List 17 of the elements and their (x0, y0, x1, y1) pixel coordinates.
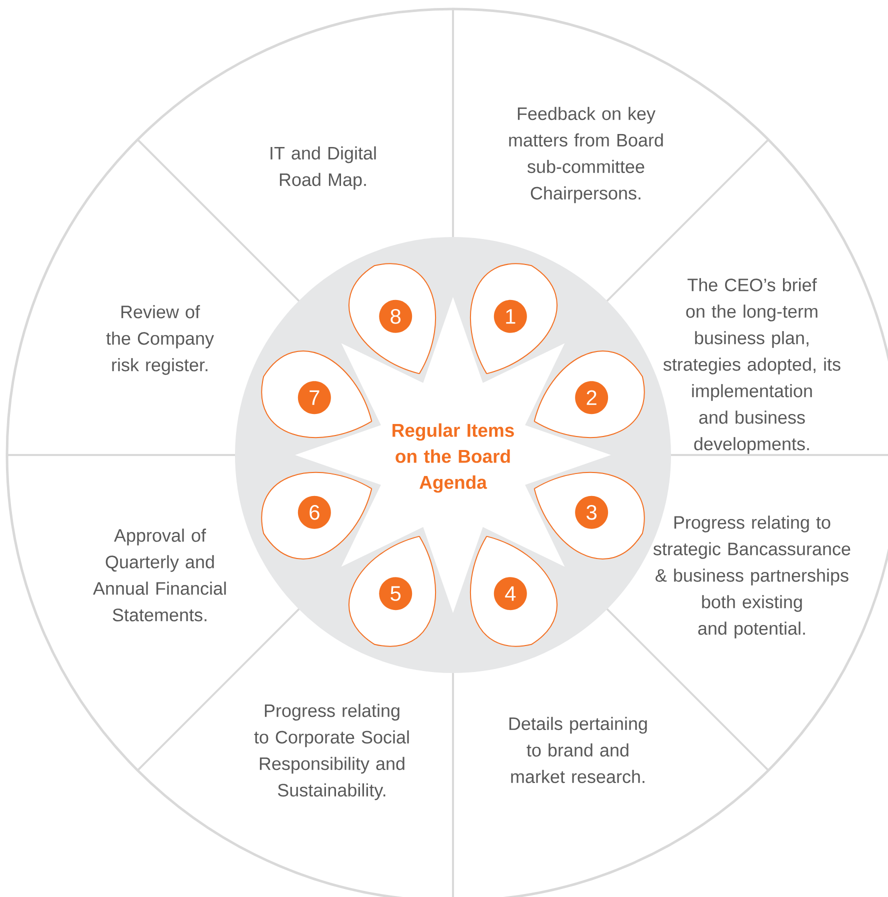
segment-text: Progress relating to Corporate Social Responsibility and Sustainability. (254, 704, 409, 800)
petal-badge: 3 (534, 472, 645, 560)
center-title: Regular Items on the Board Agenda (392, 423, 514, 493)
segment-text: Review of the Company risk register. (106, 305, 214, 375)
segment-text: IT and Digital Road Map. (270, 146, 376, 190)
petal-badge: 8 (348, 263, 436, 374)
petal-badge: 6 (261, 472, 372, 560)
segment-text: Feedback on key matters from Board sub-committee Chairpersons. (509, 106, 663, 204)
petal-badge: 7 (261, 350, 372, 438)
segment-text: Details pertaining to brand and market research. (509, 716, 647, 784)
segment-text: Progress relating to strategic Bancassurance & business partnerships both existing and potential. (653, 516, 850, 638)
petal-badge: 4 (470, 536, 558, 647)
petal-badge: 5 (348, 536, 436, 647)
segment-text: Approval of Quarterly and Annual Financial Statements. (93, 528, 226, 622)
petal-badge: 1 (470, 263, 558, 374)
petal-badge: 2 (534, 350, 645, 438)
segment-text: The CEO’s brief on the long-term business plan, strategies adopted, its implementation and business developments. (663, 278, 840, 454)
